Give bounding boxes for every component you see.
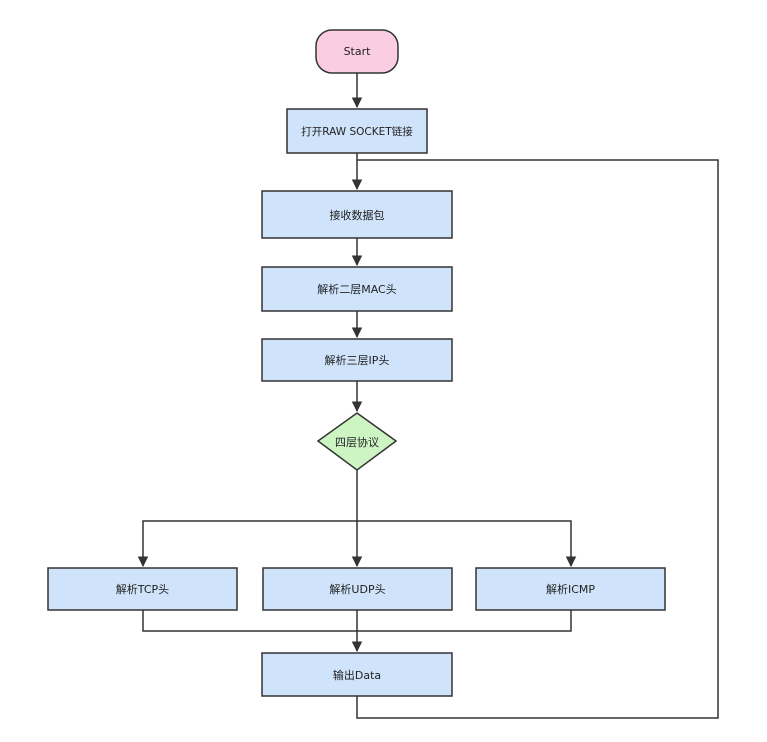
connector-decision-to-icmp <box>357 520 577 568</box>
parse-tcp-node <box>47 567 238 611</box>
parse-icmp-node <box>475 567 666 611</box>
parse-udp-node <box>262 567 453 611</box>
connector-decision-to-tcp <box>137 520 357 568</box>
open-socket-node <box>286 108 428 154</box>
parse-ip-node <box>261 338 453 382</box>
receive-packet-node <box>261 190 453 239</box>
start-node <box>315 29 399 74</box>
parse-mac-node <box>261 266 453 312</box>
decision-node <box>316 412 398 471</box>
output-node <box>261 652 453 697</box>
connector-loop-back <box>356 159 719 719</box>
